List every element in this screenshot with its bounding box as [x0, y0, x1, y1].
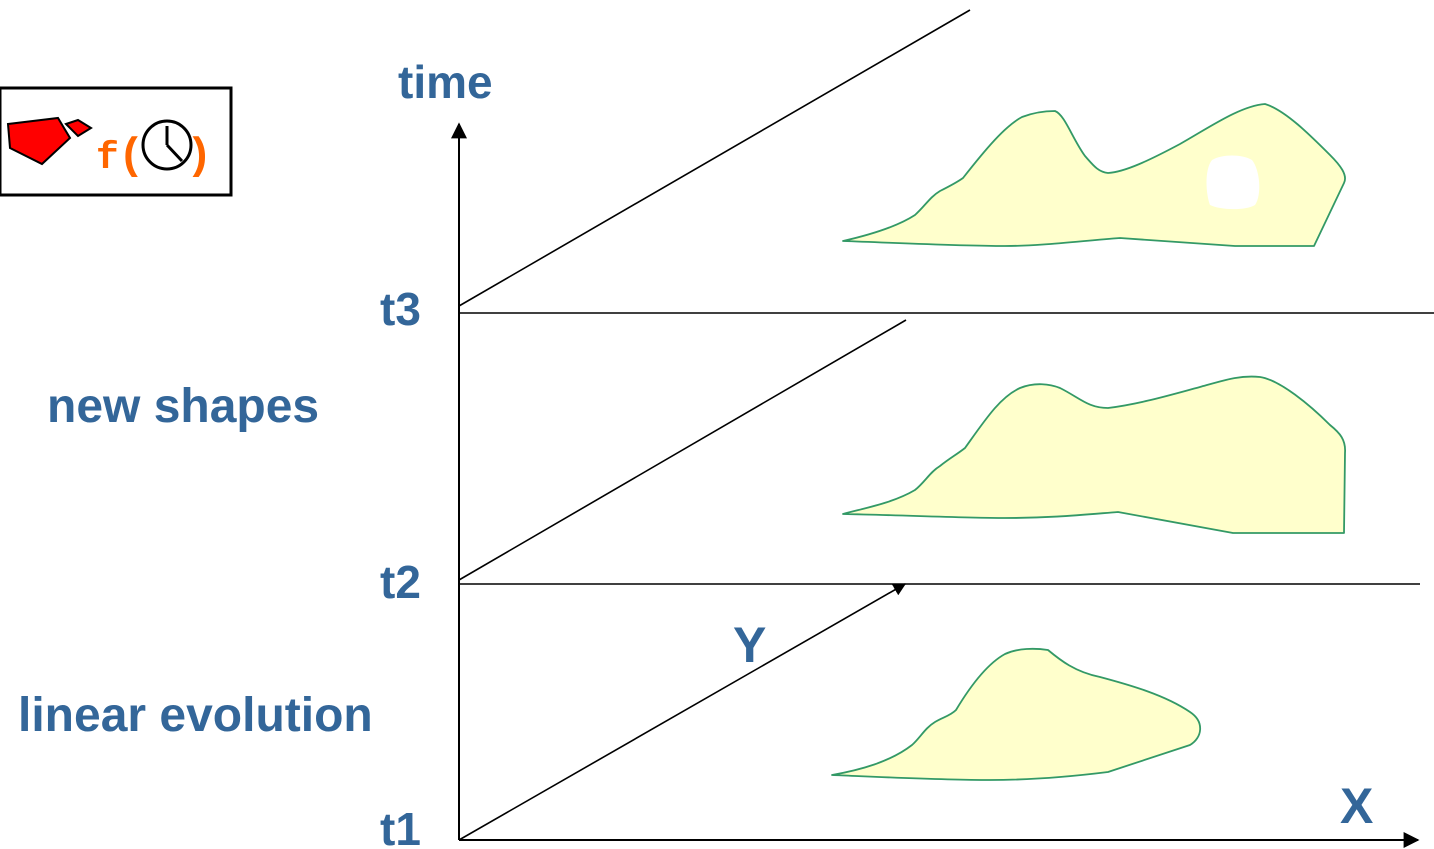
region-shape-t2: [842, 375, 1346, 534]
tick-t3: t3: [380, 283, 421, 335]
plane-t2: [458, 319, 1420, 585]
red-polygon-icon: [6, 116, 72, 166]
function-open-paren: (: [118, 132, 144, 182]
y-axis-label: Y: [733, 617, 766, 673]
function-letter: f: [96, 137, 119, 180]
y-axis: [458, 583, 907, 841]
function-close-paren: ): [186, 132, 212, 182]
note-linear-evolution: linear evolution: [18, 689, 373, 742]
x-axis-label: X: [1340, 778, 1373, 834]
clock-icon: [141, 119, 193, 171]
time-axis-label: time: [398, 56, 493, 108]
hole-in-shape-t3: [1206, 155, 1260, 210]
tick-t1: t1: [380, 803, 421, 849]
note-new-shapes: new shapes: [47, 380, 319, 433]
plane-t3: [458, 9, 1434, 314]
tick-t2: t2: [380, 556, 421, 608]
legend-box: f ( ): [0, 86, 233, 197]
red-polygon-small-icon: [64, 118, 93, 138]
region-shape-t1: [831, 647, 1202, 781]
region-shape-t3: [842, 103, 1346, 247]
